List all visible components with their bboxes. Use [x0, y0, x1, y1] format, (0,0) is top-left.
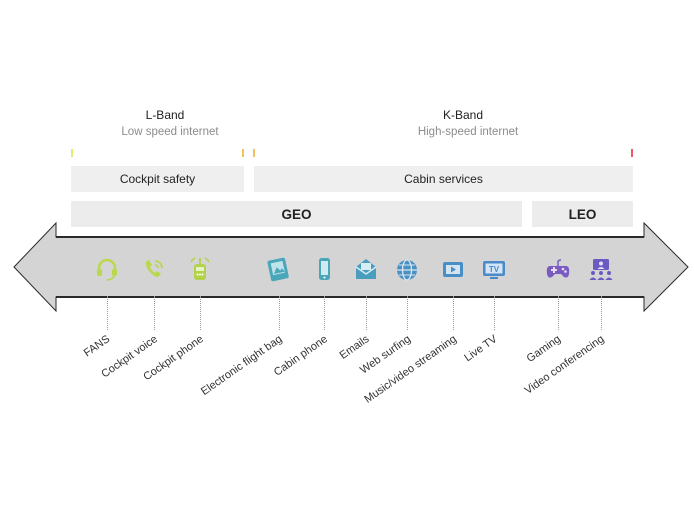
tick-cabin-phone [324, 296, 325, 330]
tick-electronic-flight-bag [279, 296, 280, 330]
cockpit-safety-box: Cockpit safety [71, 166, 244, 192]
k-band-title: K-Band [442, 108, 484, 122]
l-band-range [71, 149, 244, 157]
k-band-range [253, 149, 633, 157]
video-conference-icon [588, 256, 614, 282]
gamepad-icon [545, 256, 571, 282]
satellite-phone-icon [187, 256, 213, 282]
tablet-icon [265, 256, 291, 282]
band-ranges [71, 149, 633, 157]
k-band-subtitle: High-speed internet [417, 126, 519, 138]
tv-icon: TV [481, 256, 507, 282]
label-video-conferencing: Video conferencing [522, 333, 607, 397]
tick-gaming [558, 296, 559, 330]
tick-cockpit-phone [200, 296, 201, 330]
tick-video-conferencing [601, 296, 602, 330]
cabin-services-box: Cabin services [254, 166, 633, 192]
label-emails: Emails [337, 333, 372, 362]
label-electronic-flight-bag: Electronic flight bag [198, 333, 285, 398]
headset-icon [94, 256, 120, 282]
tick-emails [366, 296, 367, 330]
l-band-subtitle: Low speed internet [121, 126, 219, 138]
label-gaming: Gaming [524, 333, 564, 366]
svg-text:TV: TV [489, 265, 500, 274]
phone-wifi-icon [141, 256, 167, 282]
tick-fans [107, 296, 108, 330]
tick-music-video-streaming [453, 296, 454, 330]
tick-live-tv [494, 296, 495, 330]
geo-box: GEO [71, 201, 522, 227]
l-band-title: L-Band [145, 108, 185, 122]
double-arrow-shape [13, 221, 689, 313]
play-icon [440, 256, 466, 282]
label-live-tv: Live TV [462, 333, 500, 365]
globe-icon [394, 256, 420, 282]
tick-web-surfing [407, 296, 408, 330]
leo-box: LEO [532, 201, 633, 227]
timeline-arrow [13, 221, 689, 313]
email-icon [353, 256, 379, 282]
tick-cockpit-voice [154, 296, 155, 330]
smartphone-icon [311, 256, 337, 282]
label-fans: FANS [82, 333, 113, 360]
